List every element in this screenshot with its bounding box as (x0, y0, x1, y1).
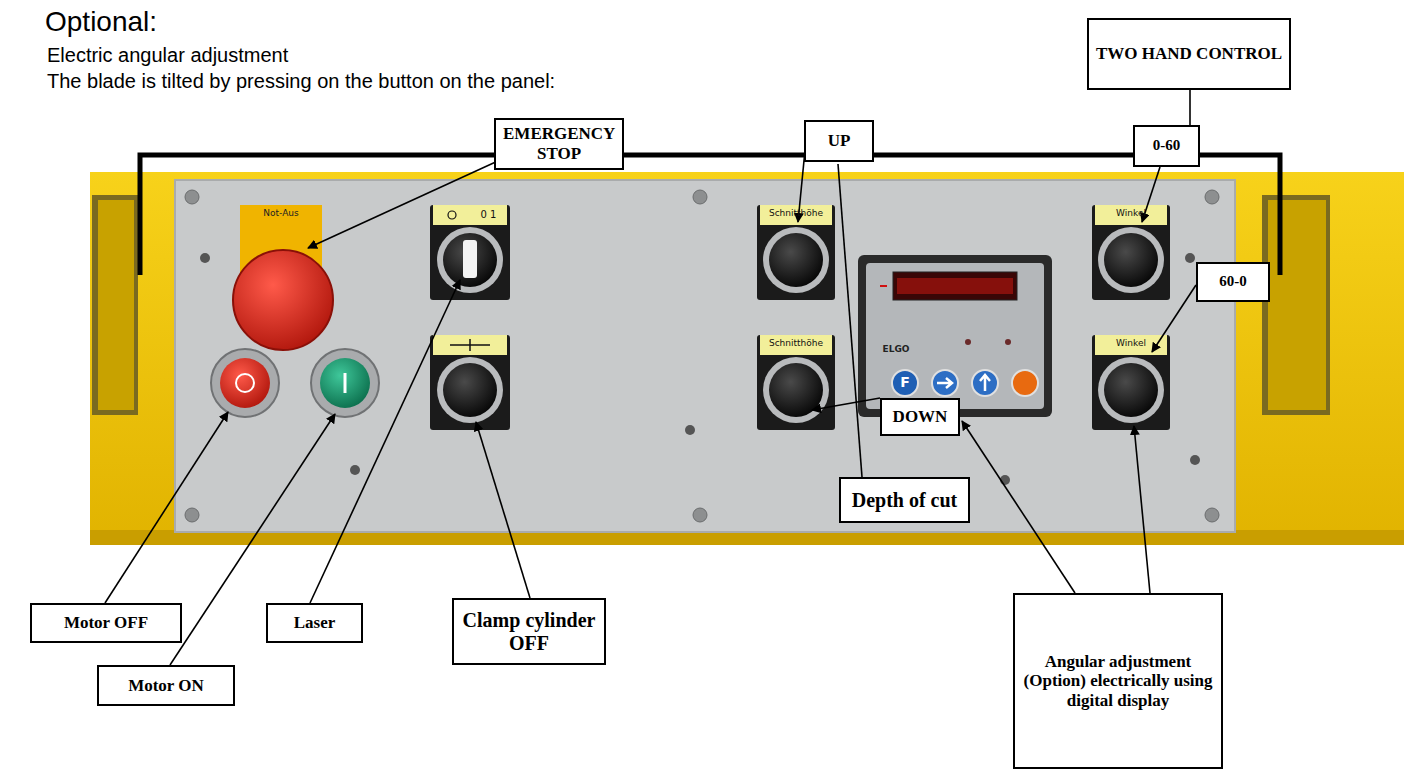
description: The blade is tilted by pressing on the b… (47, 70, 555, 93)
panel-plate-label: Schnitthöhe (760, 209, 832, 218)
callout-text: Motor ON (128, 676, 204, 696)
callout-box: Motor ON (97, 665, 235, 706)
callout-box: DOWN (880, 398, 960, 436)
panel-plate-label: Winkel (1095, 339, 1167, 348)
panel-plate-label: Not-Aus (240, 209, 322, 218)
brand-label: ELGO (878, 345, 914, 354)
callout-box: TWO HAND CONTROL (1087, 18, 1291, 90)
callout-box: UP (804, 120, 874, 162)
callout-text: DOWN (893, 407, 948, 427)
callout-box: Clamp cylinder OFF (452, 598, 606, 665)
callout-text: TWO HAND CONTROL (1096, 44, 1282, 64)
callout-text: Angular adjustment (Option) electrically… (1022, 652, 1214, 711)
callout-box: EMERGENCY STOP (494, 118, 624, 170)
callout-text: EMERGENCY STOP (503, 124, 615, 163)
callout-text: 60-0 (1219, 273, 1247, 290)
callout-text: Laser (294, 613, 336, 633)
key-label: F (898, 375, 912, 389)
panel-plate-label: Winkel (1095, 209, 1167, 218)
callout-box: Motor OFF (30, 603, 182, 643)
callout-box: 0-60 (1133, 125, 1200, 167)
callout-text: Depth of cut (852, 489, 958, 512)
callout-box: Depth of cut (839, 477, 970, 523)
panel-plate-label: Schnitthöhe (760, 339, 832, 348)
callout-text: Clamp cylinder OFF (461, 609, 597, 655)
subheading: Electric angular adjustment (47, 44, 288, 67)
switch-position: 0 1 (470, 210, 507, 220)
callout-box: 60-0 (1196, 262, 1270, 302)
callout-box: Laser (266, 603, 363, 643)
heading: Optional: (45, 6, 157, 38)
callout-text: 0-60 (1153, 137, 1181, 154)
callout-text: UP (828, 131, 851, 151)
callout-box: Angular adjustment (Option) electrically… (1013, 593, 1223, 769)
callout-text: Motor OFF (64, 613, 148, 633)
